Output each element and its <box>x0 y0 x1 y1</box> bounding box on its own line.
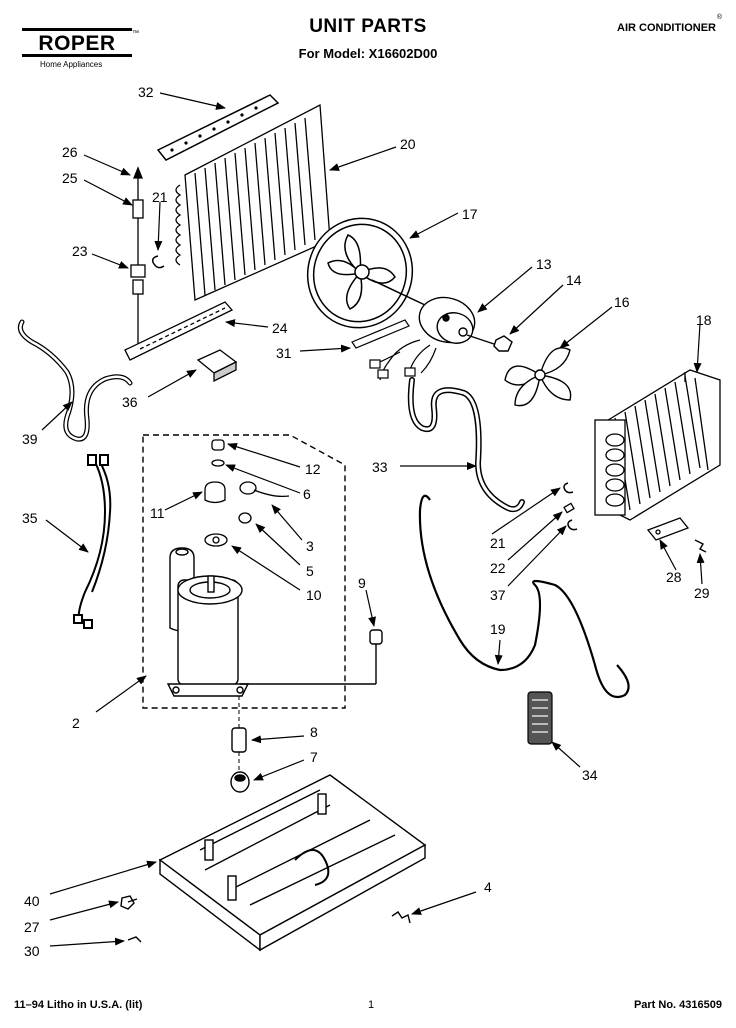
category-trademark: ® <box>716 14 722 21</box>
callout-22: 22 <box>490 560 506 576</box>
callout-27: 27 <box>24 919 40 935</box>
callout-29: 29 <box>694 585 710 601</box>
callout-35: 35 <box>22 510 38 526</box>
callout-6: 6 <box>303 486 311 502</box>
callout-28: 28 <box>666 569 682 585</box>
part-8-sleeve <box>231 727 247 753</box>
callout-34: 34 <box>582 767 598 783</box>
callout-36: 36 <box>122 394 138 410</box>
category-label: AIR CONDITIONER <box>617 22 716 34</box>
footer-litho: 11–94 Litho in U.S.A. (lit) <box>14 999 143 1011</box>
callout-8: 8 <box>310 724 318 740</box>
callout-31: 31 <box>276 345 292 361</box>
part-18-evaporator-coil <box>594 369 721 521</box>
part-32-bracket <box>156 94 280 161</box>
part-16-fan-blade <box>504 347 572 407</box>
part-14-nut <box>493 335 513 352</box>
callout-12: 12 <box>305 461 321 477</box>
callout-3: 3 <box>306 538 314 554</box>
part-22-ferrule <box>563 502 575 514</box>
callout-16: 16 <box>614 294 630 310</box>
part-21-clip-lower <box>563 482 574 494</box>
callout-19: 19 <box>490 621 506 637</box>
brand-logo-bars <box>22 28 132 57</box>
callout-30: 30 <box>24 943 40 959</box>
part-24-gasket <box>124 301 234 361</box>
callout-32: 32 <box>138 84 154 100</box>
part-39-tube <box>17 319 133 442</box>
part-19-capillary-tube <box>418 494 630 698</box>
callout-7: 7 <box>310 749 318 765</box>
callout-18: 18 <box>696 312 712 328</box>
callout-25: 25 <box>62 170 78 186</box>
callout-2: 2 <box>72 715 80 731</box>
callout-13: 13 <box>536 256 552 272</box>
callout-20: 20 <box>400 136 416 152</box>
callout-33: 33 <box>372 459 388 475</box>
callout-4: 4 <box>484 879 492 895</box>
callout-40: 40 <box>24 893 40 909</box>
leader-arrows <box>41 92 705 947</box>
part-27-screw <box>120 895 138 910</box>
callout-17: 17 <box>462 206 478 222</box>
model-subtitle: For Model: X16602D00 <box>298 46 438 61</box>
footer-page-number: 1 <box>368 999 375 1011</box>
callout-11: 11 <box>150 505 165 521</box>
part-2-compressor <box>166 547 250 697</box>
compressor-small-parts <box>204 439 290 547</box>
callout-numbers: 32 26 25 21 20 17 23 13 14 16 18 24 31 3… <box>22 84 712 959</box>
part-13-fan-motor <box>418 296 501 347</box>
callout-24: 24 <box>272 320 288 336</box>
callout-26: 26 <box>62 144 78 160</box>
part-33-tube <box>407 377 525 513</box>
part-17-fan-shroud <box>306 217 426 329</box>
part-4-bracket <box>391 911 411 924</box>
callout-37: 37 <box>490 587 506 603</box>
part-31-wiring-harness <box>351 319 437 381</box>
part-40-base-pan <box>158 774 427 952</box>
brand-trademark: ™ <box>132 30 139 37</box>
part-21-clip-upper <box>151 255 165 269</box>
callout-9: 9 <box>358 575 366 591</box>
brand-logo: ROPER ™ Home Appliances <box>22 26 140 70</box>
callout-5: 5 <box>306 563 314 579</box>
part-28-bracket <box>646 517 690 541</box>
callout-10: 10 <box>306 587 322 603</box>
brand-tagline: Home Appliances <box>40 60 103 69</box>
part-7-mount <box>230 771 250 793</box>
part-9-grommet <box>240 629 383 685</box>
part-2-compressor-box <box>142 434 346 709</box>
brand-name: ROPER <box>38 32 116 55</box>
part-35-wire-harness <box>73 454 112 629</box>
page-title: UNIT PARTS <box>309 16 427 37</box>
part-30-clip <box>127 936 142 943</box>
part-36-block <box>196 349 238 383</box>
part-34-grille <box>527 691 553 745</box>
part-37-clip <box>567 519 578 531</box>
footer-part-number: Part No. 4316509 <box>633 999 722 1011</box>
part-26-25-23-tube-assembly <box>130 166 146 345</box>
callout-21-lower: 21 <box>490 535 506 551</box>
callout-14: 14 <box>566 272 582 288</box>
part-29-screw <box>694 539 707 553</box>
callout-23: 23 <box>72 243 88 259</box>
callout-21-upper: 21 <box>152 189 168 205</box>
callout-39: 39 <box>22 431 38 447</box>
